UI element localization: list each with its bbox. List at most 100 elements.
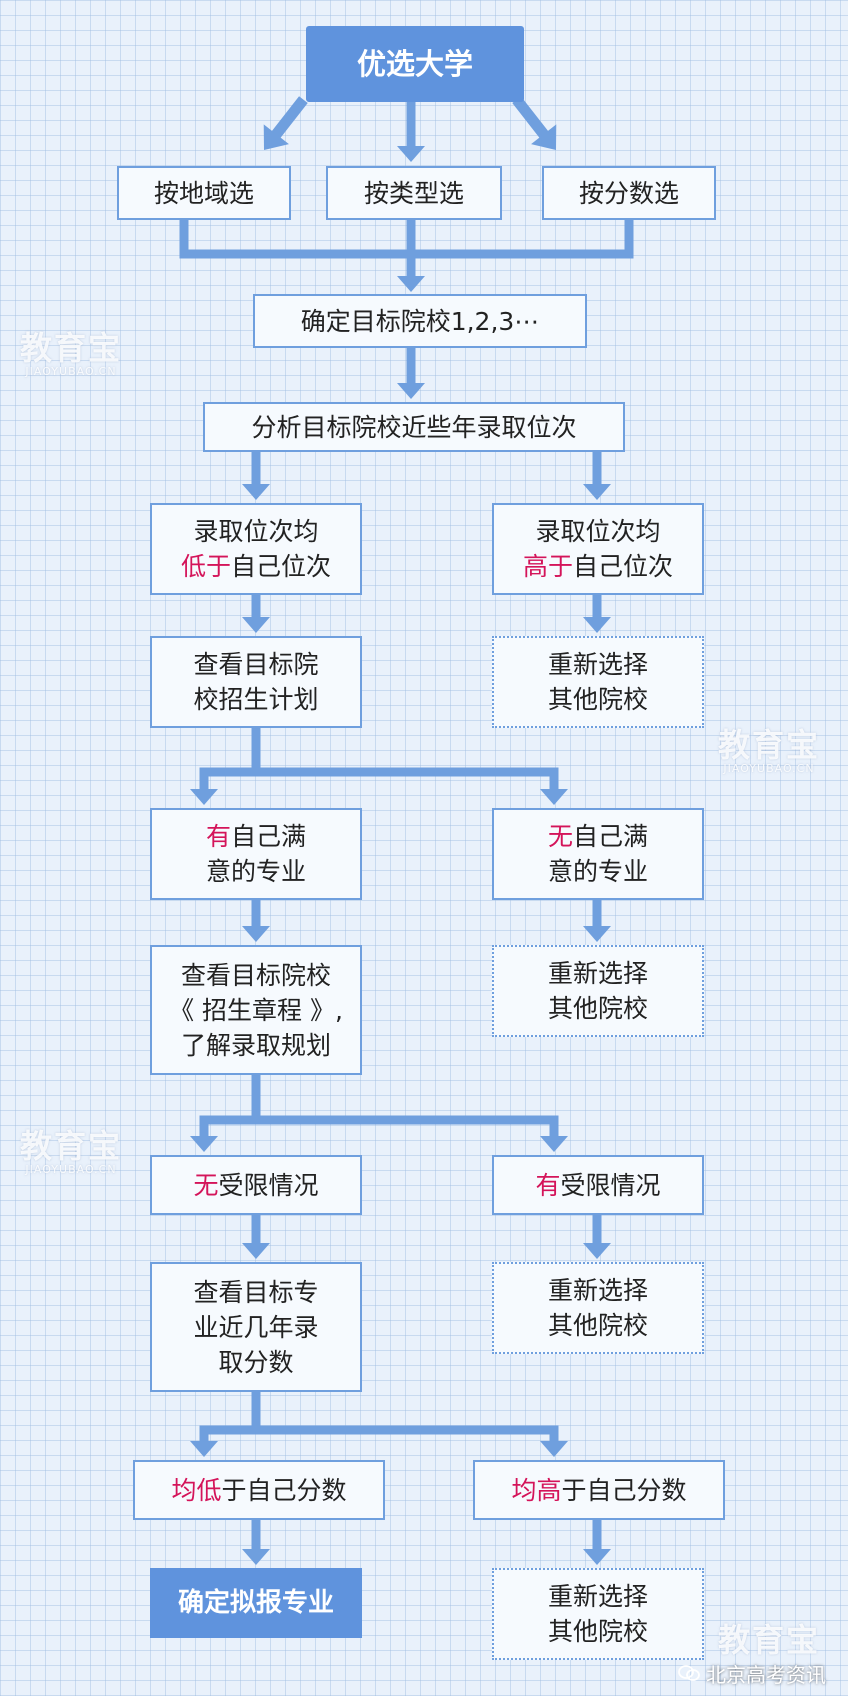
node-scores-lower: 均低于自己分数 [133, 1460, 385, 1520]
no-restrict-emphasis: 无 [193, 1170, 219, 1200]
node-by-type: 按类型选 [326, 166, 502, 220]
connector-line-1 [268, 96, 308, 142]
node-check-plan: 查看目标院 校招生计划 [150, 636, 362, 728]
node-reselect-2: 重新选择 其他院校 [492, 945, 704, 1037]
connector-arrowhead-29 [242, 926, 270, 942]
has-restrict-label: 受限情况 [560, 1170, 661, 1200]
connector-arrowhead-15 [242, 484, 270, 500]
no-major-line2: 意的专业 [547, 857, 648, 886]
check-scores-line3: 取分数 [218, 1347, 294, 1377]
node-no-restrict: 无受限情况 [150, 1155, 362, 1215]
connector-arrowhead-35 [190, 1136, 218, 1152]
reselect-3-line1: 重新选择 [547, 1276, 648, 1305]
node-has-restrict: 有受限情况 [492, 1155, 704, 1215]
connector-arrowhead-47 [540, 1441, 568, 1457]
watermark-4-text: 教育宝 [718, 1621, 821, 1659]
watermark-2-url: JIAOYUBAO.CN [723, 762, 815, 775]
node-rank-higher: 录取位次均 高于自己位次 [492, 503, 704, 595]
connector-arrowhead-27 [540, 789, 568, 805]
reselect-3-line2: 其他院校 [547, 1311, 648, 1340]
scores-lower-label: 于自己分数 [221, 1475, 347, 1505]
node-rank-lower: 录取位次均 低于自己位次 [150, 503, 362, 595]
scores-higher-emphasis-1: 均 [511, 1475, 537, 1505]
connector-arrowhead-17 [583, 484, 611, 500]
connector-arrowhead-11 [397, 276, 425, 292]
reselect-4-line1: 重新选择 [547, 1582, 648, 1611]
reselect-2-line2: 其他院校 [547, 994, 648, 1023]
has-major-line2: 意的专业 [205, 857, 306, 886]
node-confirm-major: 确定拟报专业 [150, 1568, 362, 1638]
scores-higher-emphasis-2: 高 [536, 1475, 562, 1505]
watermark-4: 教育宝 [718, 1622, 820, 1658]
node-start-label: 优选大学 [356, 46, 473, 81]
check-charter-line2: 《 招生章程 》, [169, 995, 343, 1025]
connector-arrowhead-31 [583, 926, 611, 942]
connector-arrowhead-21 [583, 617, 611, 633]
connector-arrowhead-13 [397, 383, 425, 399]
watermark-2: 教育宝 JIAOYUBAO.CN [718, 727, 820, 775]
watermark-1: 教育宝 JIAOYUBAO.CN [20, 330, 122, 378]
check-charter-line3: 了解录取规划 [180, 1030, 331, 1060]
node-confirm-targets: 确定目标院校1,2,3⋯ [253, 294, 587, 348]
no-major-emphasis: 无 [547, 822, 573, 851]
footer-account: 北京高考资讯 [678, 1659, 826, 1688]
node-check-charter: 查看目标院校 《 招生章程 》, 了解录取规划 [150, 945, 362, 1075]
node-has-major: 有自己满 意的专业 [150, 808, 362, 900]
connector-arrowhead-37 [540, 1136, 568, 1152]
watermark-1-text: 教育宝 [20, 329, 123, 367]
has-restrict-emphasis: 有 [535, 1170, 561, 1200]
connector-arrowhead-51 [583, 1549, 611, 1565]
node-by-score: 按分数选 [542, 166, 716, 220]
check-scores-line2: 业近几年录 [193, 1312, 319, 1342]
node-no-major: 无自己满 意的专业 [492, 808, 704, 900]
node-by-score-label: 按分数选 [578, 178, 679, 208]
node-reselect-4: 重新选择 其他院校 [492, 1568, 704, 1660]
node-analyze-ranks: 分析目标院校近些年录取位次 [203, 402, 625, 452]
scores-lower-emphasis-1: 均 [171, 1475, 197, 1505]
connector-arrowhead-39 [242, 1243, 270, 1259]
connector-line-5 [512, 96, 552, 142]
footer-account-name: 北京高考资讯 [706, 1663, 826, 1687]
rank-lower-emphasis: 低于 [180, 552, 231, 581]
node-by-type-label: 按类型选 [363, 178, 464, 208]
confirm-major-label: 确定拟报专业 [177, 1587, 334, 1618]
watermark-1-url: JIAOYUBAO.CN [25, 365, 117, 378]
reselect-1-line2: 其他院校 [547, 685, 648, 714]
connector-arrowhead-19 [242, 617, 270, 633]
node-confirm-targets-label: 确定目标院校1,2,3⋯ [300, 306, 540, 336]
connector-arrowhead-4 [397, 146, 425, 162]
check-charter-line1: 查看目标院校 [180, 960, 331, 990]
check-plan-line2: 校招生计划 [193, 685, 319, 714]
rank-higher-line1: 录取位次均 [535, 517, 661, 546]
node-scores-higher: 均高于自己分数 [473, 1460, 725, 1520]
node-start: 优选大学 [306, 26, 524, 102]
reselect-4-line2: 其他院校 [547, 1617, 648, 1646]
node-check-scores: 查看目标专 业近几年录 取分数 [150, 1262, 362, 1392]
check-scores-line1: 查看目标专 [193, 1277, 319, 1307]
scores-lower-emphasis-2: 低 [196, 1475, 222, 1505]
watermark-2-text: 教育宝 [718, 726, 821, 764]
rank-lower-line2: 自己位次 [231, 552, 332, 581]
node-by-region-label: 按地域选 [153, 178, 254, 208]
rank-higher-emphasis: 高于 [522, 552, 573, 581]
connector-arrowhead-2 [263, 124, 289, 150]
has-major-emphasis: 有 [205, 822, 231, 851]
watermark-3-text: 教育宝 [20, 1127, 123, 1165]
node-analyze-ranks-label: 分析目标院校近些年录取位次 [251, 412, 577, 442]
scores-higher-label: 于自己分数 [561, 1475, 687, 1505]
connector-arrowhead-49 [242, 1549, 270, 1565]
no-restrict-label: 受限情况 [218, 1170, 319, 1200]
connector-arrowhead-25 [190, 789, 218, 805]
rank-lower-line1: 录取位次均 [193, 517, 319, 546]
no-major-line1: 自己满 [573, 822, 649, 851]
rank-higher-line2: 自己位次 [573, 552, 674, 581]
reselect-1-line1: 重新选择 [547, 650, 648, 679]
reselect-2-line1: 重新选择 [547, 959, 648, 988]
node-reselect-1: 重新选择 其他院校 [492, 636, 704, 728]
node-by-region: 按地域选 [117, 166, 291, 220]
wechat-icon [678, 1663, 700, 1687]
check-plan-line1: 查看目标院 [193, 650, 319, 679]
watermark-3-url: JIAOYUBAO.CN [25, 1163, 117, 1176]
has-major-line1: 自己满 [231, 822, 307, 851]
